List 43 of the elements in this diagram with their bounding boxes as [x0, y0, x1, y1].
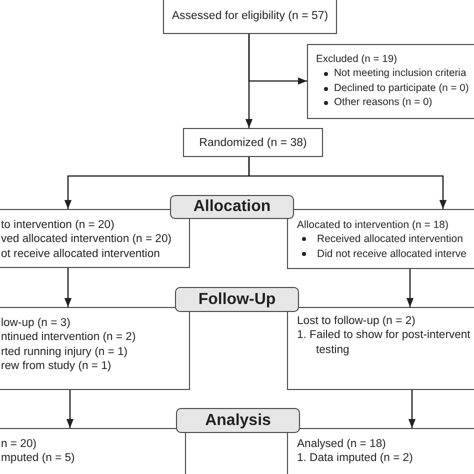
arrow: [408, 390, 416, 428]
process-box: [287, 307, 474, 390]
arrow: [406, 269, 414, 307]
box-text: Assessed for eligibility (n = 57): [172, 10, 328, 22]
process-box: [0, 209, 190, 268]
list-item: Other reasons (n = 0): [334, 96, 432, 108]
box-text: ved allocated intervention (n = 20): [1, 232, 173, 247]
box-text: ot receive allocated intervention: [1, 246, 161, 261]
box-heading: Allocated to intervention (n = 18): [297, 218, 450, 232]
box-heading: n = 20): [1, 437, 38, 452]
arrow: [66, 390, 74, 428]
box-text: mputed (n = 5): [1, 451, 76, 466]
box-heading: to intervention (n = 20): [1, 218, 116, 232]
process-box: [163, 0, 337, 34]
stage-title: Analysis: [205, 412, 271, 430]
box-text: Randomized (n = 38): [199, 136, 307, 148]
box-text: rted running injury (n = 1): [1, 344, 129, 359]
process-box: [0, 307, 190, 390]
list-item: 1. Failed to show for post-intervent testing: [297, 328, 472, 357]
list-item: Received allocated intervention: [317, 233, 463, 246]
process-box: [287, 428, 474, 474]
process-box: [307, 44, 474, 119]
box-heading: low-up (n = 3): [1, 316, 72, 330]
process-box: [287, 209, 474, 269]
stage-label: [170, 195, 294, 219]
stage-label: [175, 287, 299, 312]
list-item: Did not receive allocated interve: [317, 248, 466, 260]
stage-title: Allocation: [193, 198, 271, 216]
list-item: Not meeting inclusion criteria: [334, 68, 466, 80]
arrow: [64, 268, 72, 307]
process-box: [183, 128, 323, 157]
box-heading: Analysed (n = 18): [297, 437, 387, 452]
process-box: [0, 428, 186, 474]
box-text: rew from study (n = 1): [1, 358, 112, 374]
box-text: ntinued intervention (n = 2): [1, 330, 137, 345]
list-item: Declined to participate (n = 0): [334, 82, 469, 94]
arrow: [248, 34, 307, 85]
arrow: [248, 157, 447, 209]
stage-title: Follow-Up: [198, 290, 276, 308]
stage-label: [176, 408, 300, 433]
list-item: 1. Data imputed (n = 2): [297, 451, 414, 466]
box-heading: Lost to follow-up (n = 2): [297, 314, 416, 328]
box-heading: Excluded (n = 19): [316, 53, 398, 67]
